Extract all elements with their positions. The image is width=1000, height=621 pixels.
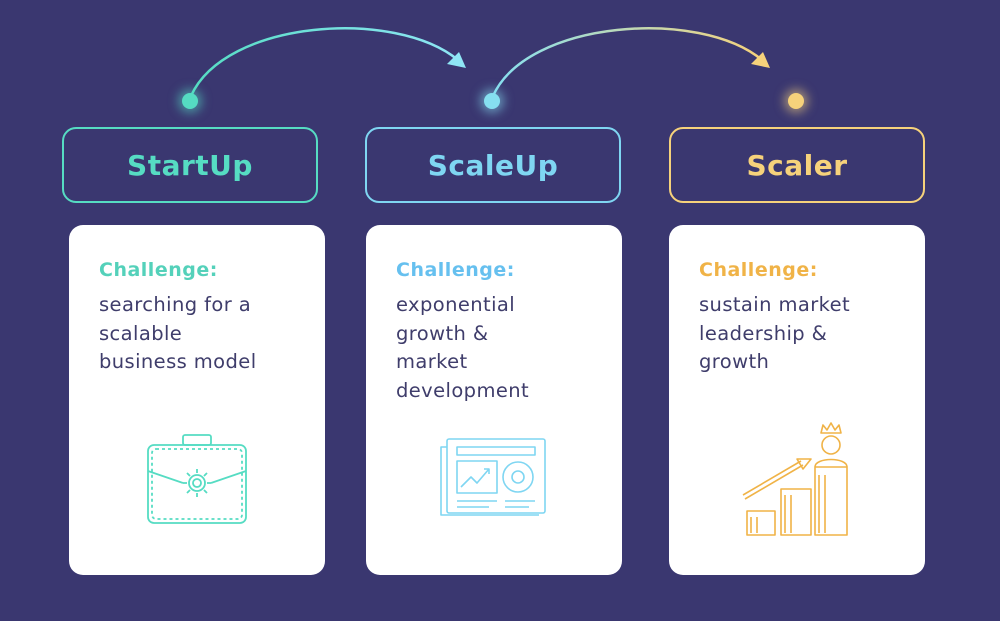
challenge-label: Challenge: — [699, 259, 818, 281]
startup-card: Challenge: searching for a scalable busi… — [69, 225, 325, 575]
challenge-line: development — [396, 378, 530, 402]
challenge-text: exponential growth & market development — [396, 291, 592, 405]
challenge-line: growth & — [396, 321, 489, 345]
stage-startup-label: StartUp — [62, 127, 318, 203]
challenge-label: Challenge: — [396, 259, 515, 281]
stage-scaleup-label: ScaleUp — [365, 127, 621, 203]
scaler-node-dot — [788, 93, 804, 109]
challenge-line: business model — [99, 350, 257, 373]
challenge-line: scalable — [99, 321, 183, 345]
challenge-label: Challenge: — [99, 259, 218, 281]
challenge-line: exponential — [396, 293, 516, 316]
briefcase-gear-icon — [147, 434, 247, 524]
challenge-line: growth — [699, 350, 770, 373]
challenge-line: searching for a — [99, 293, 252, 316]
scaleup-node-dot — [484, 93, 500, 109]
challenge-text: sustain market leadership & growth — [699, 291, 895, 377]
analytics-report-icon — [440, 438, 546, 516]
challenge-text: searching for a scalable business model — [99, 291, 295, 377]
arrow-head-2 — [751, 52, 770, 68]
crowned-leader-growth-icon — [742, 422, 848, 536]
challenge-line: leadership & — [699, 321, 828, 345]
startup-node-dot — [182, 93, 198, 109]
stage-scaler-label: Scaler — [669, 127, 925, 203]
arrow-startup-to-scaleup — [189, 27, 459, 97]
scaler-card: Challenge: sustain market leadership & g… — [669, 225, 925, 575]
arrow-scaleup-to-scaler — [491, 27, 763, 97]
arrow-head-1 — [447, 52, 466, 68]
scaleup-card: Challenge: exponential growth & market d… — [366, 225, 622, 575]
challenge-line: sustain market — [699, 293, 851, 316]
challenge-line: market — [396, 350, 468, 373]
